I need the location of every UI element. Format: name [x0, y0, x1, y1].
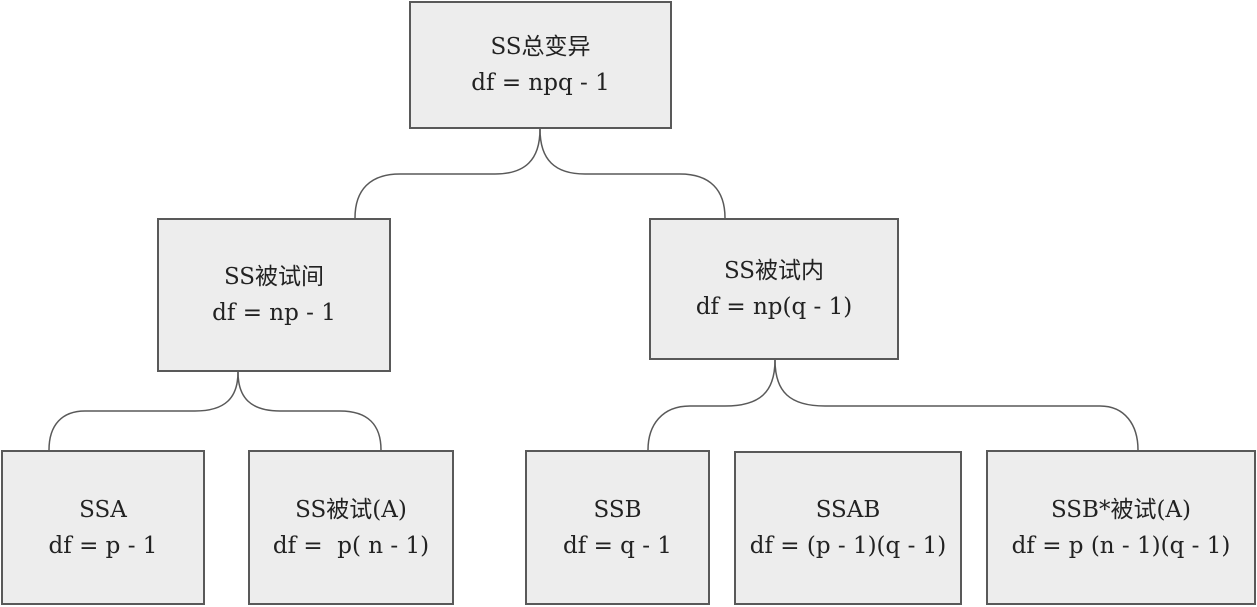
connector-within-to-ssb — [647, 359, 776, 451]
node-ssb-title: SSB — [593, 496, 642, 523]
node-ss-subjects-a: SS被试(A) df = p( n - 1) — [248, 450, 454, 605]
node-ssb-df: df = q - 1 — [563, 532, 672, 559]
connector-between-to-ssa — [48, 371, 239, 451]
node-ss-within-subjects-title: SS被试内 — [723, 258, 825, 284]
node-ss-subjects-a-title: SS被试(A) — [295, 496, 407, 523]
node-ssa-df: df = p - 1 — [48, 532, 158, 559]
connector-total-to-between — [354, 128, 541, 219]
node-ssab: SSAB df = (p - 1)(q - 1) — [734, 451, 962, 605]
node-ssa-title: SSA — [79, 496, 127, 523]
node-ss-between-subjects-title: SS被试间 — [223, 264, 325, 290]
node-ssb: SSB df = q - 1 — [525, 450, 710, 605]
node-ss-total-df: df = npq - 1 — [471, 70, 610, 96]
node-ss-within-subjects: SS被试内 df = np(q - 1) — [649, 218, 899, 360]
node-ss-between-subjects: SS被试间 df = np - 1 — [157, 218, 391, 372]
node-ssb-subjects-a: SSB*被试(A) df = p (n - 1)(q - 1) — [986, 450, 1256, 605]
node-ss-within-subjects-df: df = np(q - 1) — [695, 294, 853, 320]
node-ssb-subjects-a-title: SSB*被试(A) — [1050, 496, 1192, 523]
node-ss-total-title: SS总变异 — [490, 34, 591, 60]
connector-between-to-subjects-a — [237, 371, 382, 451]
node-ssa: SSA df = p - 1 — [1, 450, 205, 605]
connector-within-to-ssb-subjects-a — [774, 359, 1139, 451]
connector-total-to-within — [539, 128, 726, 219]
node-ss-between-subjects-df: df = np - 1 — [212, 300, 336, 326]
node-ssab-df: df = (p - 1)(q - 1) — [749, 533, 947, 559]
node-ss-total: SS总变异 df = npq - 1 — [409, 1, 672, 129]
node-ssab-title: SSAB — [815, 497, 881, 523]
node-ss-subjects-a-df: df = p( n - 1) — [272, 532, 430, 559]
node-ssb-subjects-a-df: df = p (n - 1)(q - 1) — [1011, 532, 1231, 559]
